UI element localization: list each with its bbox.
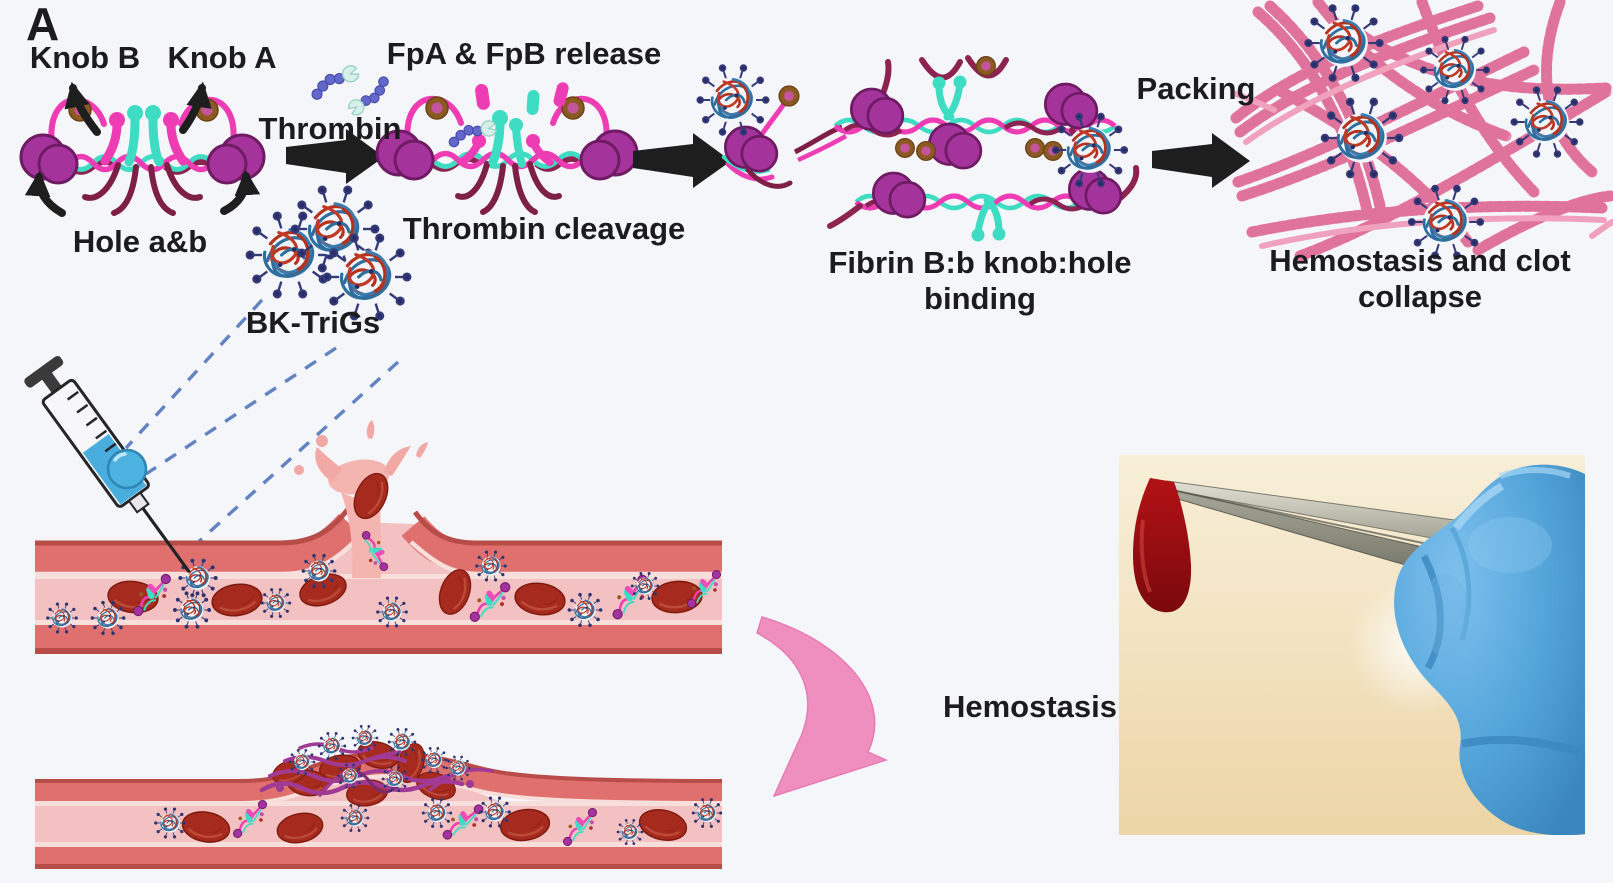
- knob-hole-arrows: [24, 81, 261, 217]
- released-fibrinopeptides: [475, 82, 569, 115]
- label-fibrin-binding-line1: Fibrin B:b knob:hole: [828, 245, 1132, 280]
- reaction-arrow-assembly: [633, 133, 731, 188]
- reaction-arrow-packing: [1152, 133, 1250, 188]
- label-knob-b: Knob B: [29, 40, 141, 75]
- fibrin-monomer-schematic: [375, 82, 639, 215]
- label-hemostasis-clot-line2: collapse: [1357, 279, 1483, 314]
- panel-label: A: [26, 0, 60, 50]
- liquid-droplet: [106, 448, 148, 490]
- thrombin-enzyme-icon: [306, 63, 397, 119]
- clot-plug: [259, 724, 494, 810]
- blood-clot-drop: [1133, 478, 1192, 613]
- fibrin-fiber-network: [1230, 0, 1613, 262]
- label-thrombin: Thrombin: [258, 111, 402, 146]
- fibrinogen-schematic: [19, 81, 266, 217]
- blood-splash: [294, 420, 428, 578]
- hemostasis-arrow: [756, 616, 889, 798]
- glove-icon: [1394, 464, 1585, 835]
- bleeding-vessel: [35, 420, 730, 654]
- syringe-icon: [24, 356, 191, 573]
- fibrin-protofibril-schematic: [696, 55, 1140, 242]
- injection-dashed-lines: [124, 298, 400, 547]
- label-bk-trigs: BK-TriGs: [245, 305, 381, 340]
- label-hole-ab: Hole a&b: [72, 224, 208, 259]
- label-packing: Packing: [1136, 71, 1256, 106]
- label-hemostasis: Hemostasis: [942, 689, 1118, 724]
- reaction-arrow-thrombin: [286, 129, 384, 184]
- label-thrombin-cleavage: Thrombin cleavage: [402, 211, 686, 246]
- clot-photo: [1119, 455, 1585, 835]
- clotted-vessel: [35, 724, 723, 869]
- label-hemostasis-clot-line1: Hemostasis and clot: [1269, 243, 1571, 278]
- label-fpa-fpb-release: FpA & FpB release: [386, 36, 662, 71]
- label-knob-a: Knob A: [167, 40, 277, 75]
- bk-trigs-nanogels: [245, 185, 412, 321]
- label-fibrin-binding-line2: binding: [924, 281, 1036, 316]
